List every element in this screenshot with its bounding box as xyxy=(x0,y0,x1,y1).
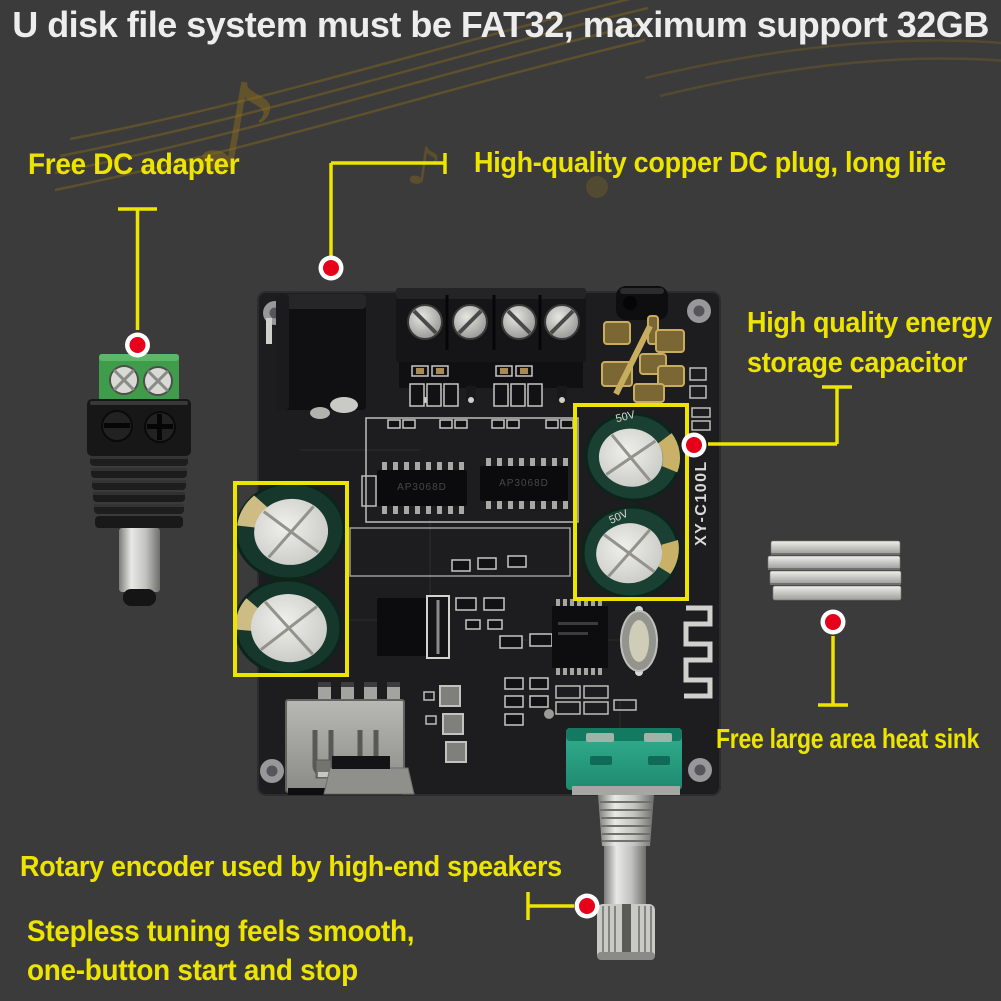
pot-knurled-shaft xyxy=(597,904,655,960)
marker-dot-core xyxy=(579,898,595,914)
crystal-oscillator xyxy=(620,606,658,676)
adapter-strain-relief xyxy=(90,456,188,528)
storage-capacitor: 50V xyxy=(584,409,682,502)
callout-heatsink: Free large area heat sink xyxy=(716,723,980,754)
callout-stepless-line2: one-button start and stop xyxy=(27,954,358,987)
jack-spring xyxy=(613,324,653,396)
music-note-icon: ♪ xyxy=(185,52,289,209)
smd-resistor-cluster xyxy=(409,365,543,407)
cap-gold-mark xyxy=(235,598,260,631)
music-note-icon: ♪ xyxy=(403,135,444,199)
heat-sink xyxy=(767,540,902,601)
screw-cross xyxy=(146,369,170,393)
music-dot-decoration xyxy=(586,176,608,198)
leader-dc-adapter xyxy=(118,207,157,330)
callout-capacitor-line2: storage capacitor xyxy=(747,347,968,379)
bluetooth-chip xyxy=(552,599,608,675)
dc-adapter-plug xyxy=(87,354,191,606)
mounting-holes xyxy=(260,299,712,783)
screw-cross xyxy=(112,368,136,392)
bottom-module-chip xyxy=(332,756,390,769)
screw-slot xyxy=(104,423,130,428)
callout-rotary: Rotary encoder used by high-end speakers xyxy=(20,851,562,883)
smd-components xyxy=(451,555,553,726)
marker-dot-core xyxy=(129,337,146,353)
adapter-barrel xyxy=(119,528,160,592)
banner-text: U disk file system must be FAT32, maximu… xyxy=(12,4,989,45)
cap-marking: 50V xyxy=(614,409,637,426)
cap-gold-mark xyxy=(656,540,679,574)
amplifier-board: AP3068D AP3068D xyxy=(233,286,721,960)
callout-stepless-line1: Stepless tuning feels smooth, xyxy=(27,915,415,948)
board-model-label: XY-C100L xyxy=(693,460,710,546)
adapter-terminal-highlight xyxy=(99,354,179,361)
heat-sink-fin-gaps xyxy=(768,553,901,585)
ic-label: AP3068D xyxy=(397,482,447,493)
music-notes-decoration xyxy=(54,0,1001,192)
terminal-screws xyxy=(407,304,580,340)
cap-gold-mark xyxy=(658,433,681,473)
pot-flange xyxy=(572,786,680,795)
bushing-threads xyxy=(600,801,652,842)
cap-gold-mark xyxy=(237,495,268,528)
power-ic xyxy=(377,598,427,656)
leader-heatsink xyxy=(818,636,848,707)
silk-component-outlines xyxy=(544,407,711,719)
callout-stepless: Stepless tuning feels smooth, one-button… xyxy=(27,912,415,990)
marker-dot-core xyxy=(825,614,841,630)
marker-dot-core xyxy=(323,260,339,276)
capacitor-highlight-box xyxy=(233,481,349,677)
callout-capacitor: High quality energy storage capacitor xyxy=(747,303,992,383)
board-connector xyxy=(426,595,450,659)
storage-capacitor: 50V xyxy=(581,505,681,599)
adapter-body-highlight xyxy=(90,401,188,405)
bottom-module xyxy=(323,767,415,795)
leader-rotary xyxy=(526,892,574,920)
smd-pad-row xyxy=(387,419,574,429)
bluetooth-antenna xyxy=(683,605,713,699)
ic-label: AP3068D xyxy=(499,478,549,489)
marker-dot-core xyxy=(686,437,702,453)
callout-leaders xyxy=(118,153,852,920)
pot-shaft xyxy=(604,846,646,904)
leader-capacitor xyxy=(708,385,852,446)
callout-dc-adapter: Free DC adapter xyxy=(28,148,240,181)
dc-power-jack xyxy=(266,294,366,419)
silk-pad xyxy=(689,385,707,399)
amplifier-ic: AP3068D xyxy=(377,462,467,514)
callout-dc-plug: High-quality copper DC plug, long life xyxy=(474,147,946,179)
speaker-terminal-block xyxy=(396,288,586,403)
leader-dc-plug xyxy=(329,153,447,256)
volume-potentiometer xyxy=(566,728,682,960)
filter-capacitor xyxy=(233,578,343,676)
silk-pad xyxy=(689,367,707,381)
screw-slot xyxy=(157,414,162,440)
silk-pad xyxy=(361,475,377,507)
adapter-barrel-tip xyxy=(123,589,156,606)
capacitor-highlight-box xyxy=(573,403,689,601)
audio-jack xyxy=(601,286,707,403)
amplifier-ic: AP3068D xyxy=(480,458,568,509)
pad-squares xyxy=(423,685,467,763)
silkscreen-outline xyxy=(349,527,571,577)
callout-capacitor-line1: High quality energy xyxy=(747,307,992,339)
silkscreen-outline xyxy=(365,417,579,523)
